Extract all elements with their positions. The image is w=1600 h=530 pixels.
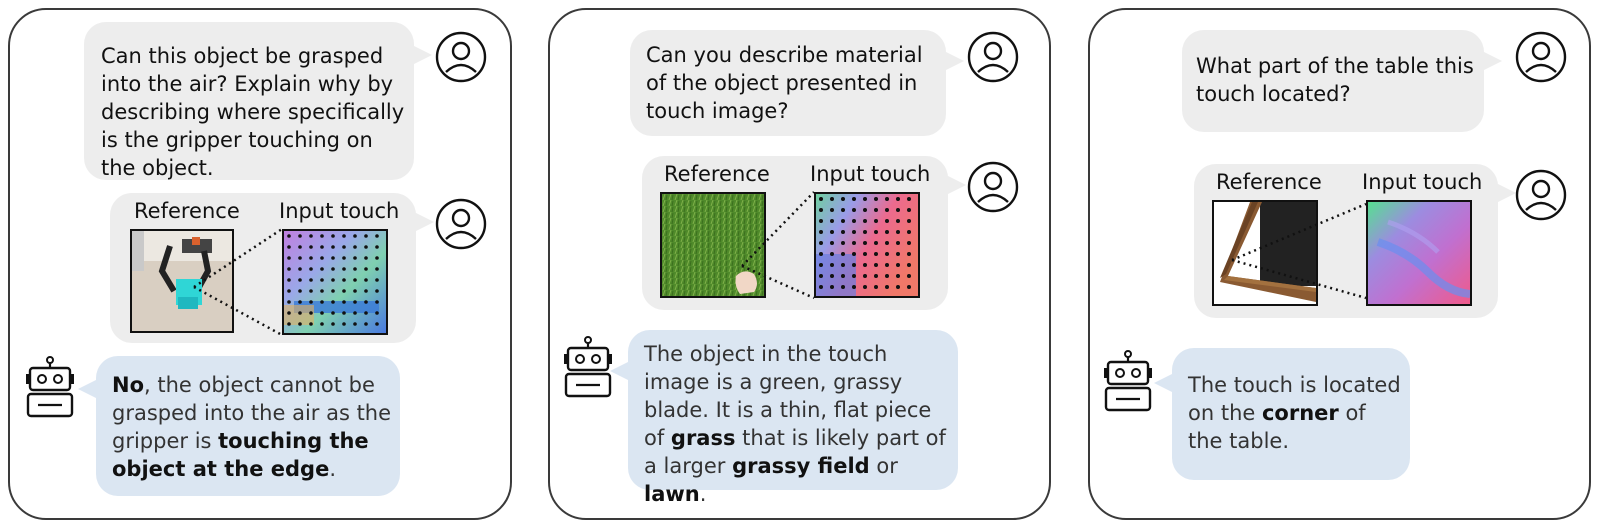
question-bubble: What part of the table this touch locate… — [1182, 30, 1502, 132]
answer-emphasis: corner — [1261, 401, 1339, 425]
answer-text: No, the object cannot be grasped into th… — [112, 371, 391, 483]
answer-emphasis: touching the object at the edge — [112, 429, 369, 481]
answer-bubble: The touch is located on the corner of th… — [1154, 348, 1410, 480]
answer-bubble: The object in the touch image is a green… — [610, 330, 958, 506]
answer-run: . — [699, 482, 707, 506]
chat-panel-2: Can you describe material of the object … — [548, 8, 1051, 520]
user-avatar-icon — [434, 30, 488, 84]
touch-input-bubble: Reference Input touch — [110, 193, 434, 343]
reference-image — [660, 192, 766, 298]
reference-label: Reference — [664, 162, 770, 186]
answer-emphasis: No — [112, 373, 145, 397]
input-touch-label: Input touch — [810, 162, 931, 186]
answer-run: , the object cannot be grasped into the … — [112, 373, 392, 453]
question-text: Can this object be grasped into the air?… — [101, 44, 405, 180]
chat-panel-3: What part of the table this touch locate… — [1088, 8, 1591, 520]
answer-emphasis: grass — [670, 426, 736, 450]
answer-bubble: No, the object cannot be grasped into th… — [78, 356, 400, 496]
question-text: Can you describe material of the object … — [646, 43, 923, 123]
reference-label: Reference — [1216, 170, 1322, 194]
input-touch-image — [1366, 200, 1472, 306]
input-touch-image — [814, 192, 920, 298]
reference-label: Reference — [134, 199, 240, 223]
touch-input-bubble: Reference Input touch — [1194, 164, 1516, 318]
user-avatar-icon — [966, 30, 1020, 84]
reference-image — [1212, 200, 1318, 306]
question-bubble: Can you describe material of the object … — [630, 30, 964, 136]
input-touch-label: Input touch — [279, 199, 400, 223]
input-touch-label: Input touch — [1362, 170, 1483, 194]
answer-run: of the table. — [1188, 401, 1366, 453]
reference-image — [130, 229, 234, 333]
robot-icon — [562, 336, 614, 400]
chat-panel-1: Can this object be grasped into the air?… — [8, 8, 512, 520]
answer-run: The touch is located on the — [1188, 373, 1401, 425]
answer-emphasis: lawn — [644, 482, 700, 506]
user-avatar-icon — [434, 197, 488, 251]
robot-icon — [24, 356, 76, 420]
user-avatar-icon — [1514, 30, 1568, 84]
answer-run: that is likely part of a larger — [644, 426, 946, 478]
answer-run: . — [329, 457, 336, 481]
answer-emphasis: grassy field — [732, 454, 870, 478]
question-text: What part of the table this touch locate… — [1196, 54, 1474, 106]
robot-icon — [1102, 350, 1154, 414]
answer-run: The object in the touch image is a green… — [644, 342, 932, 450]
user-avatar-icon — [1514, 168, 1568, 222]
touch-input-bubble: Reference Input touch — [642, 156, 966, 310]
user-avatar-icon — [966, 160, 1020, 214]
answer-text: The touch is located on the corner of th… — [1188, 371, 1401, 455]
input-touch-image — [282, 229, 388, 335]
answer-run: or — [869, 454, 898, 478]
answer-text: The object in the touch image is a green… — [644, 340, 958, 508]
question-bubble: Can this object be grasped into the air?… — [84, 22, 432, 180]
